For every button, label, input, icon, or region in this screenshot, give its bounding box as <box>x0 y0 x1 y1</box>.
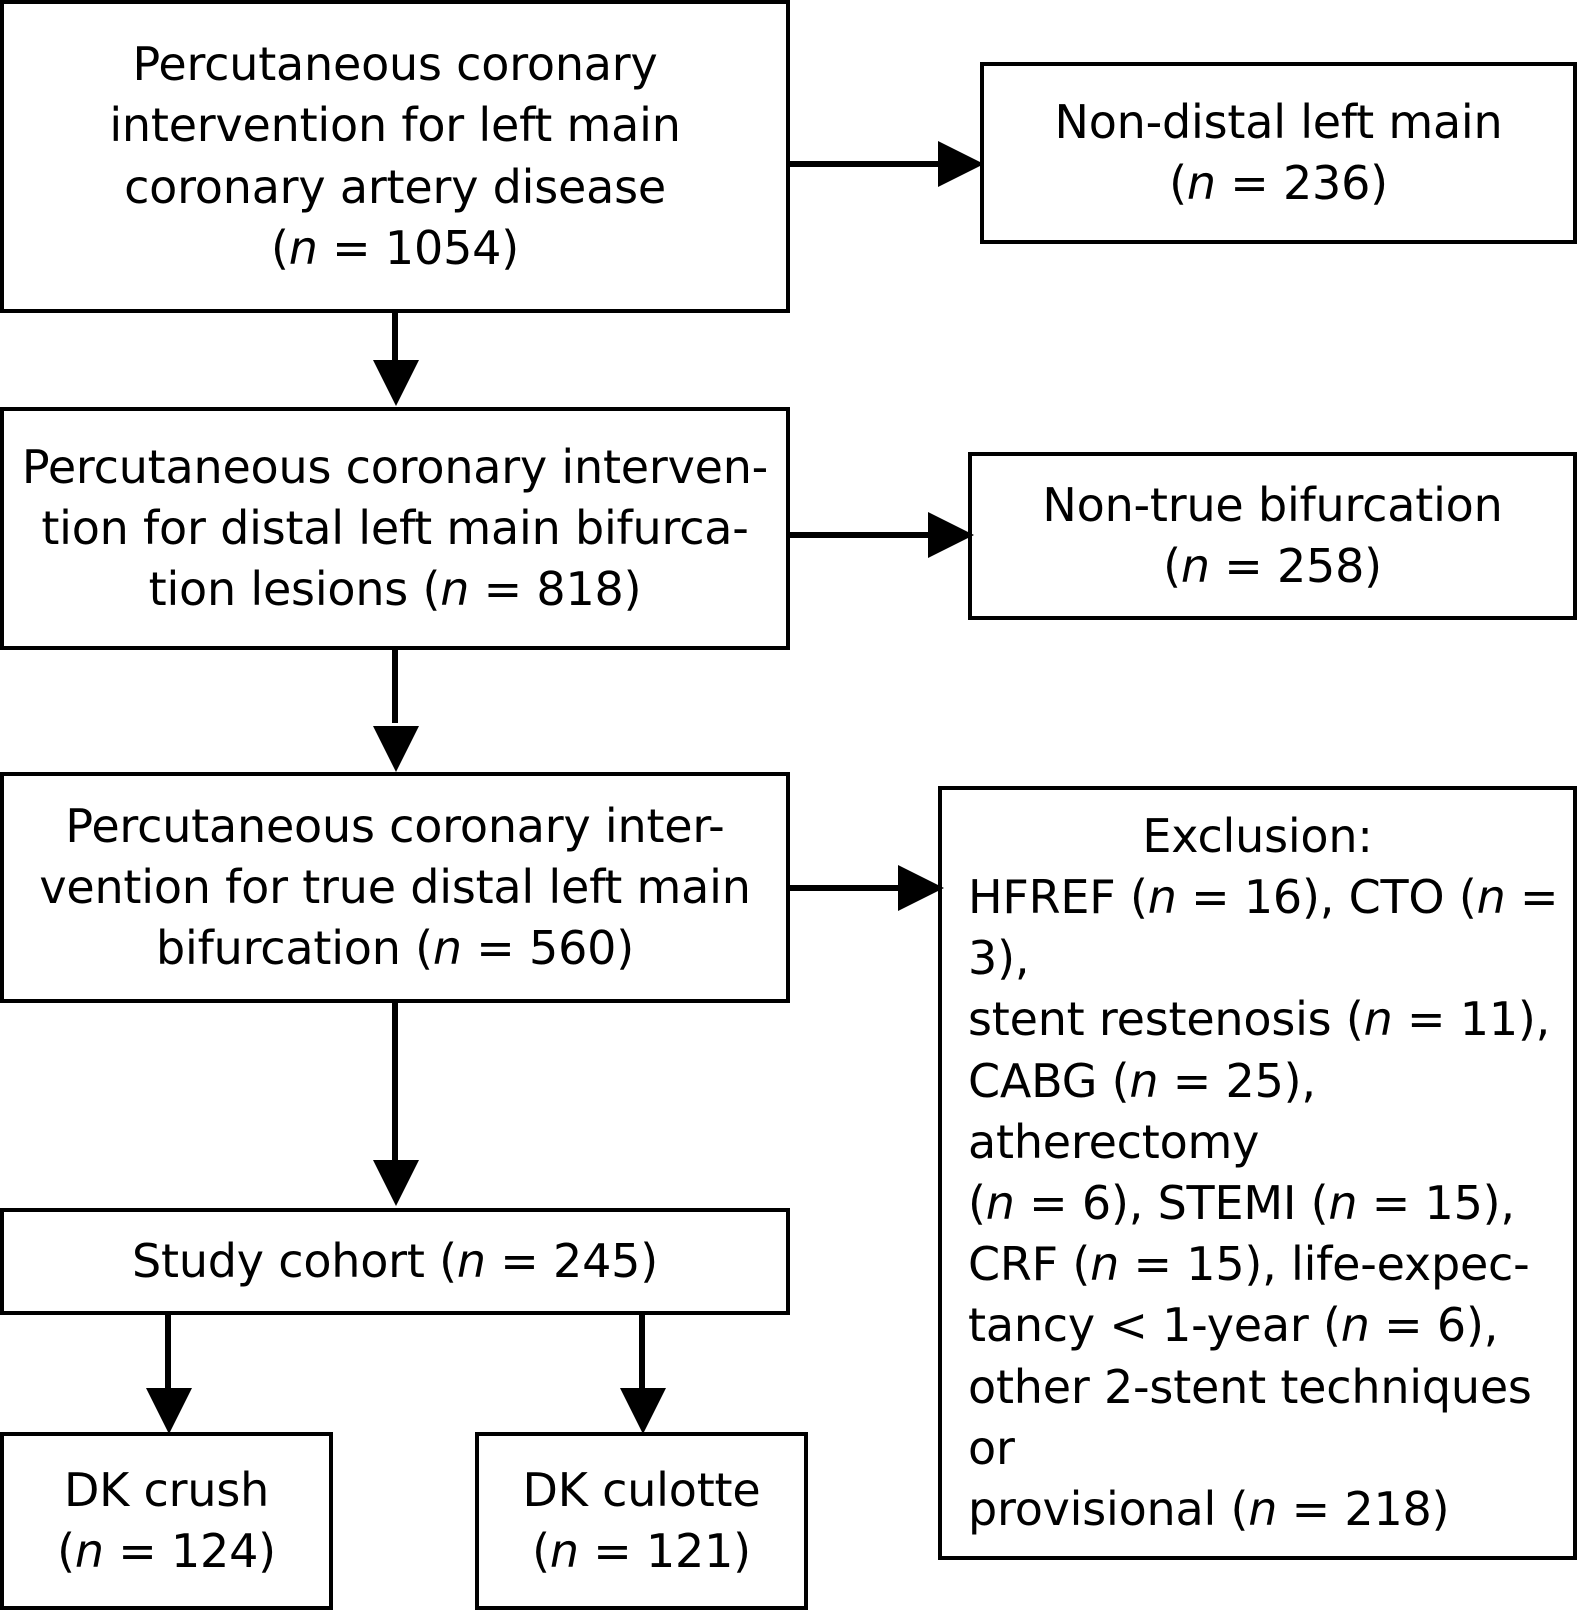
connector-true-distal-to-cohort-line <box>392 1003 398 1163</box>
box-non-true-bifurcation: Non-true bifurcation(n = 258) <box>968 452 1577 620</box>
box-exclusion-criteria: Exclusion: HFREF (n = 16), CTO (n = 3),s… <box>938 786 1577 1560</box>
box-non-distal-left-main-label: Non-distal left main(n = 236) <box>1054 94 1503 210</box>
box-study-cohort: Study cohort (n = 245) <box>0 1208 790 1315</box>
arrow-down-icon-screened-to-distal <box>373 360 419 406</box>
connector-distal-to-true-distal-line <box>392 650 398 723</box>
box-distal-bifurcation: Percutaneous coronary interven-tion for … <box>0 407 790 650</box>
box-dk-culotte-arm-label: DK culotte(n = 121) <box>522 1462 761 1578</box>
box-true-distal-bifurcation: Percutaneous coronary inter-vention for … <box>0 772 790 1003</box>
connector-screened-to-non-distal-line <box>790 161 950 167</box>
box-dk-crush-arm-label: DK crush(n = 124) <box>57 1462 276 1578</box>
box-exclusion-list: HFREF (n = 16), CTO (n = 3),stent resten… <box>968 870 1559 1536</box>
box-study-cohort-label: Study cohort (n = 245) <box>132 1233 658 1288</box>
box-distal-bifurcation-label: Percutaneous coronary interven-tion for … <box>21 439 769 617</box>
box-true-distal-bifurcation-label: Percutaneous coronary inter-vention for … <box>39 798 751 976</box>
connector-true-distal-to-exclusion-line <box>790 885 910 891</box>
arrow-down-icon-true-distal-to-cohort <box>373 1160 419 1206</box>
arrow-down-icon-cohort-to-dk-culotte <box>620 1388 666 1434</box>
box-non-distal-left-main: Non-distal left main(n = 236) <box>980 62 1577 244</box>
arrow-down-icon-cohort-to-dk-crush <box>146 1388 192 1434</box>
arrow-right-icon-true-distal-to-exclusion <box>898 865 944 911</box>
box-dk-culotte-arm: DK culotte(n = 121) <box>475 1432 808 1610</box>
box-exclusion-heading: Exclusion: <box>1142 808 1373 863</box>
connector-screened-to-distal-line <box>392 313 398 373</box>
box-dk-crush-arm: DK crush(n = 124) <box>0 1432 333 1610</box>
connector-cohort-to-dk-culotte-line <box>639 1315 645 1395</box>
connector-cohort-to-dk-crush-line <box>165 1315 171 1395</box>
connector-distal-to-non-true-line <box>790 532 940 538</box>
arrow-right-icon-distal-to-non-true <box>928 512 974 558</box>
arrow-down-icon-distal-to-true-distal <box>373 726 419 772</box>
arrow-right-icon-screened-to-non-distal <box>938 141 984 187</box>
box-non-true-bifurcation-label: Non-true bifurcation(n = 258) <box>1042 477 1503 593</box>
